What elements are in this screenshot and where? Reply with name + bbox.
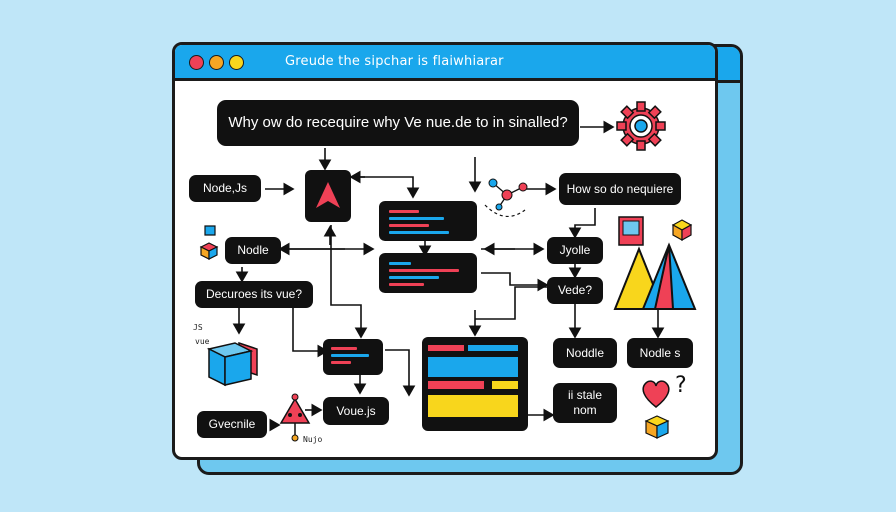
maximize-window-button[interactable]	[229, 55, 244, 70]
window-title: Greude the sipchar is flaiwhiarar	[285, 54, 504, 69]
question-mark-icon: ?	[675, 373, 687, 398]
noddle-node[interactable]: Noddle	[553, 338, 617, 368]
close-window-button[interactable]	[189, 55, 204, 70]
code-editor-preview	[422, 337, 528, 431]
cube-icon	[644, 415, 670, 439]
question-node[interactable]: Why ow do recequire why Ve nue.de to in …	[217, 100, 579, 146]
how-so-node[interactable]: How so do nequiere	[559, 173, 681, 205]
decurses-node[interactable]: Decuroes its vue?	[195, 281, 313, 308]
node-js-node[interactable]: Node,Js	[189, 175, 261, 202]
cube-icon	[671, 219, 693, 242]
robot-icon	[279, 393, 311, 442]
js-label: JS	[193, 323, 203, 332]
diagram-window: Greude the sipchar is flaiwhiarar	[172, 42, 718, 460]
image-icon	[618, 216, 644, 246]
install-line-2: nom	[573, 403, 597, 417]
code-snippet-lower-left	[323, 339, 383, 375]
code-snippet-top	[379, 201, 477, 241]
heart-icon	[642, 380, 670, 408]
install-node[interactable]: ii stale nom	[553, 383, 617, 423]
gear-icon	[616, 101, 666, 151]
network-icon	[488, 178, 528, 211]
mountain-triangles-icon	[613, 242, 697, 310]
diagram-connectors	[232, 120, 665, 432]
minimize-window-button[interactable]	[209, 55, 224, 70]
cube-icon	[206, 341, 258, 387]
code-snippet-middle	[379, 253, 477, 293]
arrow-up-icon	[305, 170, 351, 222]
nodle-node[interactable]: Nodle	[225, 237, 281, 264]
window-titlebar: Greude the sipchar is flaiwhiarar	[175, 45, 715, 81]
vede-node[interactable]: Vede?	[547, 277, 603, 304]
nujo-label: Nujo	[303, 435, 323, 444]
nodles-node[interactable]: Nodle s	[627, 338, 693, 368]
gvecnile-node[interactable]: Gvecnile	[197, 411, 267, 438]
cube-icon	[199, 225, 219, 260]
vouejs-node[interactable]: Voue.js	[323, 397, 389, 425]
jyolle-node[interactable]: Jyolle	[547, 237, 603, 264]
vue-label: vue	[195, 337, 210, 346]
install-line-1: ii stale	[567, 388, 602, 402]
